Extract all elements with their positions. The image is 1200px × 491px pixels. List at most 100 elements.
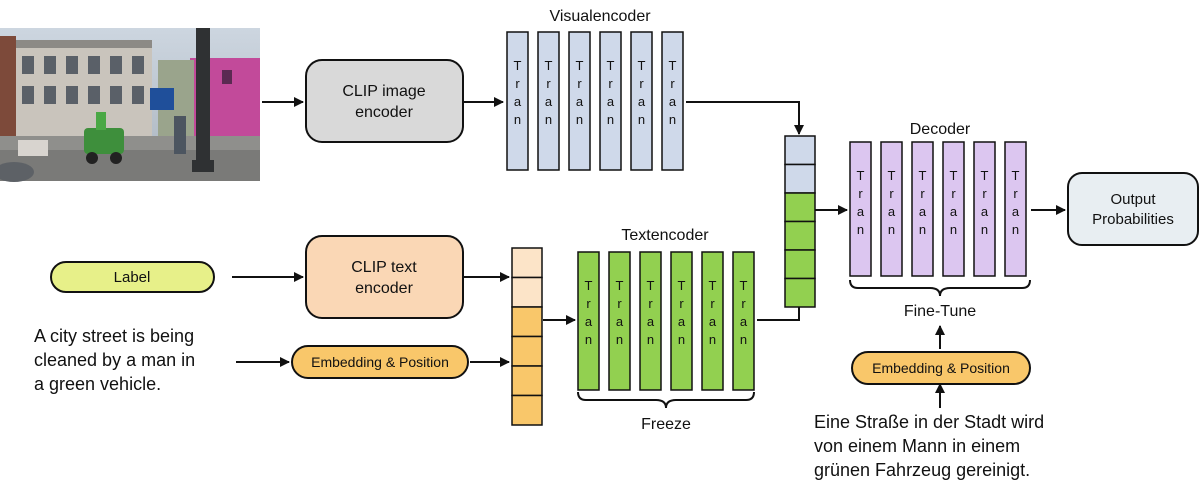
fusion-token-cell: [784, 135, 816, 166]
text-encoder-block-letter: a: [740, 314, 748, 329]
visual-encoder-block-letter: a: [545, 94, 553, 109]
decoder-block-rect: [849, 141, 872, 277]
caption-en-line1: A city street is being: [34, 326, 194, 346]
visual-encoder-block-letter: T: [576, 58, 584, 73]
clip-text-line1: CLIP text: [351, 259, 417, 276]
visual-encoder-block-rect: [506, 31, 529, 171]
decoder-block-letter: T: [857, 168, 865, 183]
visual-encoder-block-letter: a: [514, 94, 522, 109]
decoder-block-letter: n: [950, 222, 957, 237]
fusion-token-cell: [784, 192, 816, 223]
clip-image-line1: CLIP image: [342, 83, 425, 100]
output-line2: Probabilities: [1092, 211, 1174, 228]
text-token-cell: [511, 276, 543, 308]
caption-de-line3: grünen Fahrzeug gereinigt.: [814, 460, 1030, 480]
visual-encoder-block-letter: n: [514, 112, 521, 127]
text-encoder-block-letter: a: [678, 314, 686, 329]
text-encoder-block-letter: n: [647, 332, 654, 347]
fusion-token-stack: [784, 135, 816, 308]
decoder-block-letter: n: [981, 222, 988, 237]
visual-encoder-block-letter: n: [669, 112, 676, 127]
text-token-stack: [511, 247, 543, 426]
fusion-token-cell: [784, 277, 816, 308]
label-pill-text: Label: [114, 269, 151, 286]
finetune-bracket: [849, 279, 1031, 297]
visual-encoder-block-letter: a: [638, 94, 646, 109]
text-encoder-block-letter: T: [709, 278, 717, 293]
decoder-block-letter: r: [951, 186, 956, 201]
visual-encoder-block-letter: a: [669, 94, 677, 109]
decoder-block-letter: T: [981, 168, 989, 183]
embedding-left-box: [291, 345, 469, 379]
fusion-token-cell: [784, 163, 816, 194]
decoder-block-letter: a: [888, 204, 896, 219]
text-encoder-block-letter: T: [647, 278, 655, 293]
visual-encoder-block-rect: [537, 31, 560, 171]
text-encoder-block-rect: [701, 251, 724, 391]
decoder-block-letter: T: [888, 168, 896, 183]
visual-encoder-block-letter: n: [545, 112, 552, 127]
fusion-token-cell: [784, 220, 816, 251]
output-line1: Output: [1110, 191, 1156, 208]
visual-encoder-block-letter: r: [608, 76, 613, 91]
freeze-label: Freeze: [641, 416, 691, 433]
text-encoder-block-letter: a: [709, 314, 717, 329]
visual-encoder-block-letter: r: [546, 76, 551, 91]
caption-de-line1: Eine Straße in der Stadt wird: [814, 412, 1044, 432]
output-box: [1067, 172, 1199, 246]
visual-encoder-block-letter: T: [638, 58, 646, 73]
decoder-block-letter: a: [919, 204, 927, 219]
clip-image-box: [305, 59, 464, 143]
clip-image-encoder: CLIP image encoder: [305, 59, 464, 143]
text-encoder-block-letter: a: [647, 314, 655, 329]
text-encoder-block-rect: [670, 251, 693, 391]
text-encoder-block-letter: a: [616, 314, 624, 329]
clip-text-box: [305, 235, 464, 319]
text-encoder-block-rect: [608, 251, 631, 391]
visual-encoder-block-letter: T: [669, 58, 677, 73]
decoder-block-letter: n: [857, 222, 864, 237]
decoder-title: Decoder: [910, 121, 971, 138]
decoder-block-letter: T: [950, 168, 958, 183]
finetune-label: Fine-Tune: [904, 303, 976, 320]
clip-text-line2: encoder: [355, 280, 413, 297]
text-encoder-block-letter: n: [740, 332, 747, 347]
visual-encoder-block-letter: r: [670, 76, 675, 91]
decoder-block-letter: T: [919, 168, 927, 183]
german-caption: Eine Straße in der Stadt wird von einem …: [814, 412, 1044, 480]
visual-encoder-block-letter: r: [577, 76, 582, 91]
decoder-block-letter: T: [1012, 168, 1020, 183]
decoder-block-rect: [942, 141, 965, 277]
freeze-bracket: [577, 391, 755, 409]
fusion-token-cell: [784, 249, 816, 280]
text-encoder-block-letter: n: [709, 332, 716, 347]
decoder-block-letter: n: [919, 222, 926, 237]
text-encoder-block-letter: T: [678, 278, 686, 293]
decoder-block-letter: r: [889, 186, 894, 201]
decoder-block-rect: [1004, 141, 1027, 277]
decoder-block-rect: [973, 141, 996, 277]
text-encoder-block-letter: r: [617, 296, 622, 311]
caption-en-line2: cleaned by a man in: [34, 350, 195, 370]
visual-encoder-block-letter: n: [638, 112, 645, 127]
text-encoder-title: Textencoder: [621, 227, 709, 244]
output-probabilities: Output Probabilities: [1067, 172, 1199, 246]
text-encoder-block-letter: r: [710, 296, 715, 311]
embedding-right-text: Embedding & Position: [872, 360, 1010, 376]
visual-encoder-block-letter: T: [514, 58, 522, 73]
text-encoder-block-letter: r: [648, 296, 653, 311]
decoder-block-rect: [880, 141, 903, 277]
text-token-cell: [511, 335, 543, 367]
